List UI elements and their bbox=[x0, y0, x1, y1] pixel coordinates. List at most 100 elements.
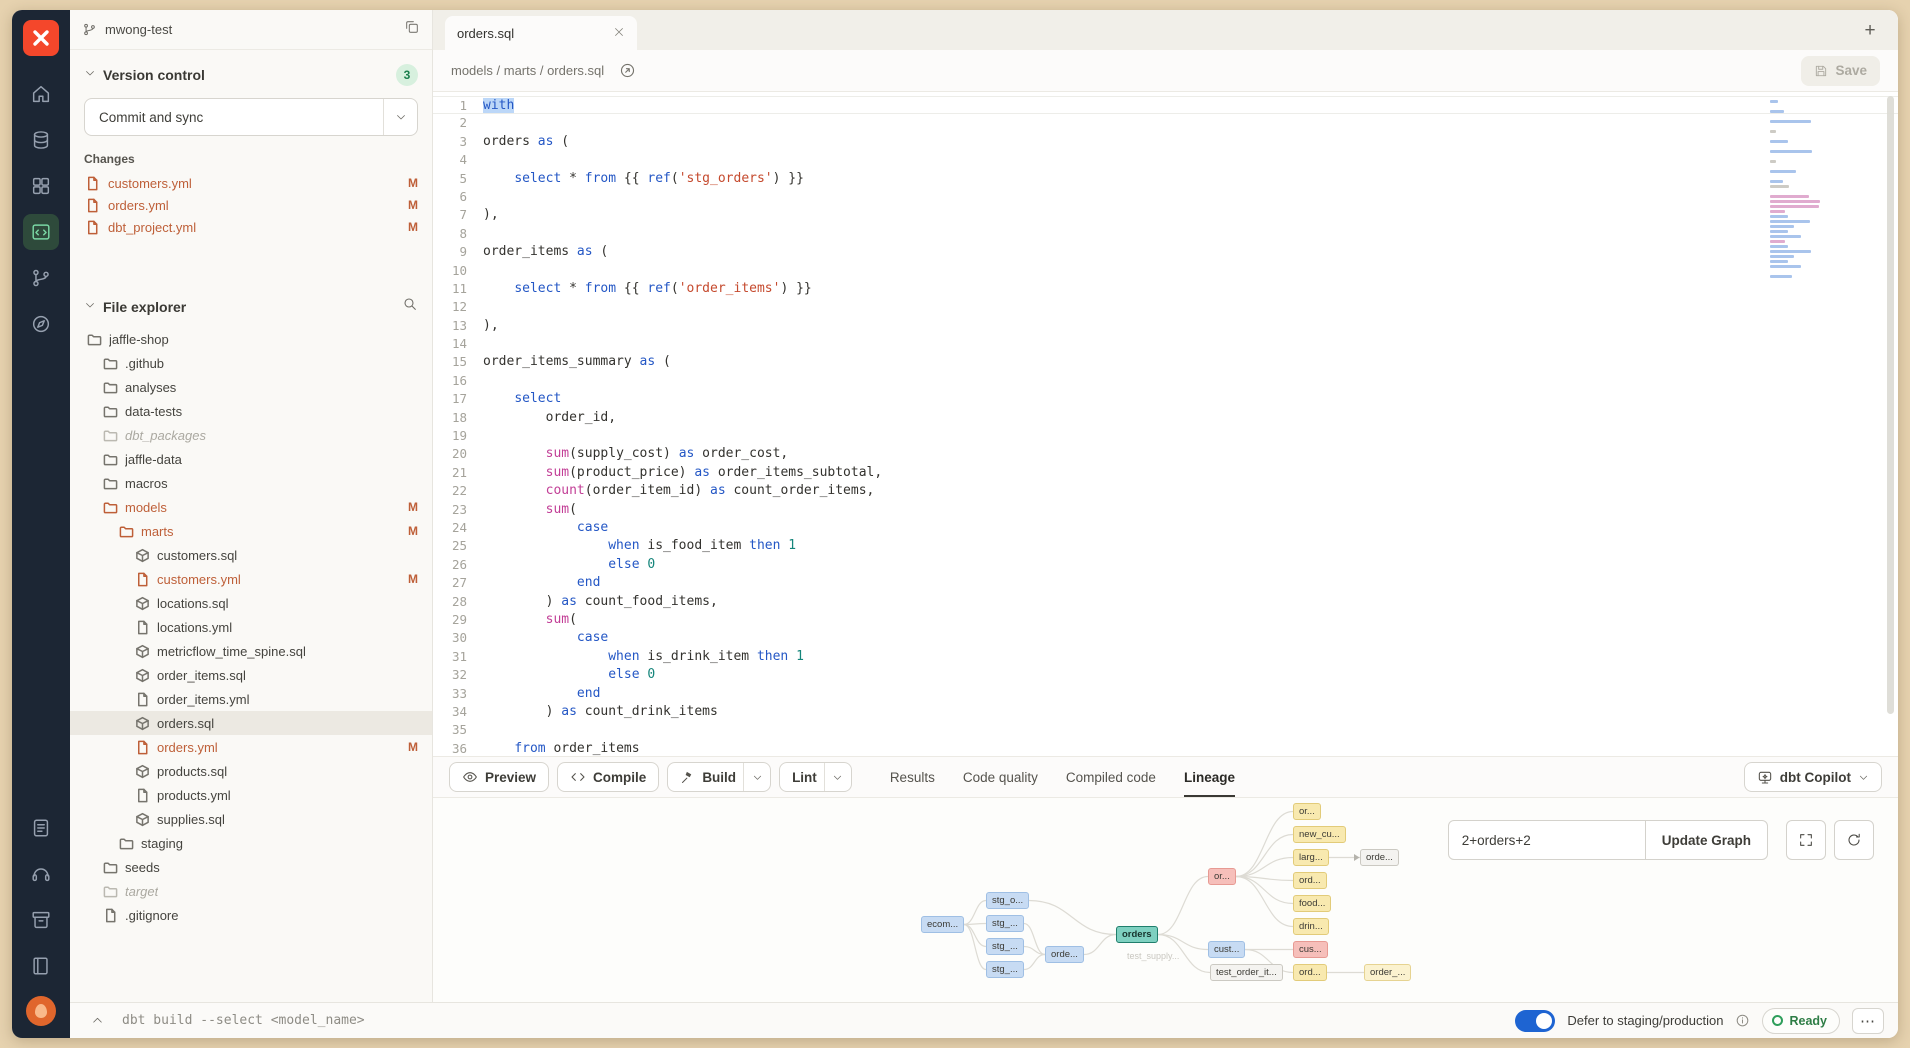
lineage-node-test_order_it[interactable]: test_order_it... bbox=[1210, 964, 1283, 981]
fullscreen-icon[interactable] bbox=[1786, 820, 1826, 860]
tree-item-locations.yml[interactable]: locations.yml bbox=[70, 615, 432, 639]
tree-item-.gitignore[interactable]: .gitignore bbox=[70, 903, 432, 927]
change-item-orders.yml[interactable]: orders.ymlM bbox=[70, 194, 432, 216]
tree-item-staging[interactable]: staging bbox=[70, 831, 432, 855]
apps-grid-icon[interactable] bbox=[23, 168, 59, 204]
tree-item-target[interactable]: target bbox=[70, 879, 432, 903]
tab-compiled-code[interactable]: Compiled code bbox=[1066, 757, 1156, 797]
tree-item-metricflow_time_spine.sql[interactable]: metricflow_time_spine.sql bbox=[70, 639, 432, 663]
tree-item-products.sql[interactable]: products.sql bbox=[70, 759, 432, 783]
tree-item-products.yml[interactable]: products.yml bbox=[70, 783, 432, 807]
branch-icon[interactable] bbox=[23, 260, 59, 296]
new-tab-button[interactable]: + bbox=[1856, 17, 1884, 45]
tree-item-.github[interactable]: .github bbox=[70, 351, 432, 375]
code-line-14: 14 bbox=[433, 335, 1898, 353]
tree-item-marts[interactable]: martsM bbox=[70, 519, 432, 543]
branch-name[interactable]: mwong-test bbox=[105, 22, 172, 37]
code-editor[interactable]: 1with23orders as (45 select * from {{ re… bbox=[433, 92, 1898, 756]
tree-item-seeds[interactable]: seeds bbox=[70, 855, 432, 879]
preview-button[interactable]: Preview bbox=[449, 762, 549, 792]
tree-item-macros[interactable]: macros bbox=[70, 471, 432, 495]
user-avatar[interactable] bbox=[26, 996, 56, 1026]
lineage-node-ord[interactable]: ord... bbox=[1293, 964, 1327, 981]
lineage-node-larg[interactable]: larg... bbox=[1293, 849, 1329, 866]
notebook-icon[interactable] bbox=[23, 948, 59, 984]
tasks-icon[interactable] bbox=[23, 810, 59, 846]
lineage-node-order_[interactable]: order_... bbox=[1364, 964, 1411, 981]
defer-toggle[interactable] bbox=[1515, 1010, 1555, 1032]
compile-button[interactable]: Compile bbox=[557, 762, 659, 792]
save-button[interactable]: Save bbox=[1801, 56, 1880, 86]
lineage-node-stg_[interactable]: stg_... bbox=[986, 938, 1024, 955]
info-icon[interactable] bbox=[1735, 1013, 1750, 1028]
tree-item-orders.yml[interactable]: orders.ymlM bbox=[70, 735, 432, 759]
lineage-node-stg_o[interactable]: stg_o... bbox=[986, 892, 1029, 909]
lineage-node-food[interactable]: food... bbox=[1293, 895, 1331, 912]
lint-button[interactable]: Lint bbox=[779, 762, 852, 792]
lineage-node-ecom[interactable]: ecom... bbox=[921, 916, 964, 933]
dbt-logo[interactable] bbox=[23, 20, 59, 56]
close-tab-icon[interactable] bbox=[613, 26, 625, 41]
tab-orders-sql[interactable]: orders.sql bbox=[445, 16, 637, 50]
minimap[interactable] bbox=[1770, 100, 1836, 278]
tree-item-models[interactable]: modelsM bbox=[70, 495, 432, 519]
command-input[interactable]: dbt build --select <model_name> bbox=[122, 1013, 1503, 1028]
lint-options-chevron[interactable] bbox=[824, 763, 851, 791]
tree-item-jaffle-data[interactable]: jaffle-data bbox=[70, 447, 432, 471]
change-item-customers.yml[interactable]: customers.ymlM bbox=[70, 172, 432, 194]
version-control-header[interactable]: Version control 3 bbox=[70, 50, 432, 94]
tree-item-customers.yml[interactable]: customers.ymlM bbox=[70, 567, 432, 591]
lineage-node-cust[interactable]: cust... bbox=[1208, 941, 1245, 958]
tab-lineage[interactable]: Lineage bbox=[1184, 757, 1235, 797]
build-options-chevron[interactable] bbox=[743, 763, 770, 791]
lineage-node-cus[interactable]: cus... bbox=[1293, 941, 1328, 958]
ide-icon[interactable] bbox=[23, 214, 59, 250]
lineage-node-orde[interactable]: orde... bbox=[1360, 849, 1399, 866]
change-item-dbt_project.yml[interactable]: dbt_project.ymlM bbox=[70, 216, 432, 238]
explore-icon[interactable] bbox=[23, 306, 59, 342]
tree-item-analyses[interactable]: analyses bbox=[70, 375, 432, 399]
search-icon[interactable] bbox=[402, 296, 418, 317]
lineage-node-new_cu[interactable]: new_cu... bbox=[1293, 826, 1346, 843]
refresh-icon[interactable] bbox=[1834, 820, 1874, 860]
home-icon[interactable] bbox=[23, 76, 59, 112]
tab-results[interactable]: Results bbox=[890, 757, 935, 797]
build-button[interactable]: Build bbox=[667, 762, 771, 792]
copy-branch-icon[interactable] bbox=[404, 19, 420, 40]
open-link-icon[interactable] bbox=[614, 58, 640, 84]
tree-item-dbt_packages[interactable]: dbt_packages bbox=[70, 423, 432, 447]
commit-options-chevron[interactable] bbox=[383, 99, 417, 135]
lineage-node-ord[interactable]: ord... bbox=[1293, 872, 1327, 889]
expand-command-bar-icon[interactable] bbox=[84, 1008, 110, 1034]
tree-item-order_items.sql[interactable]: order_items.sql bbox=[70, 663, 432, 687]
dbt-copilot-button[interactable]: dbt Copilot bbox=[1744, 762, 1882, 792]
lineage-node-orders[interactable]: orders bbox=[1116, 926, 1158, 943]
status-badge[interactable]: Ready bbox=[1762, 1008, 1840, 1034]
update-graph-button[interactable]: Update Graph bbox=[1645, 820, 1768, 860]
tree-item-orders.sql[interactable]: orders.sql bbox=[70, 711, 432, 735]
tree-item-customers.sql[interactable]: customers.sql bbox=[70, 543, 432, 567]
warehouse-icon[interactable] bbox=[23, 122, 59, 158]
archive-icon[interactable] bbox=[23, 902, 59, 938]
tree-item-order_items.yml[interactable]: order_items.yml bbox=[70, 687, 432, 711]
lineage-node-stg_[interactable]: stg_... bbox=[986, 915, 1024, 932]
support-icon[interactable] bbox=[23, 856, 59, 892]
tree-item-supplies.sql[interactable]: supplies.sql bbox=[70, 807, 432, 831]
tree-item-data-tests[interactable]: data-tests bbox=[70, 399, 432, 423]
tree-item-locations.sql[interactable]: locations.sql bbox=[70, 591, 432, 615]
editor-scrollbar[interactable] bbox=[1887, 96, 1894, 714]
lineage-node-or[interactable]: or... bbox=[1208, 868, 1236, 885]
file-icon bbox=[134, 739, 150, 755]
lineage-canvas[interactable]: 2+orders+2 Update Graph ecom... stg_o...s… bbox=[433, 797, 1898, 1002]
lineage-node-drin[interactable]: drin... bbox=[1293, 918, 1329, 935]
tree-item-jaffle-shop[interactable]: jaffle-shop bbox=[70, 327, 432, 351]
file-explorer-header[interactable]: File explorer bbox=[70, 282, 432, 325]
tab-code-quality[interactable]: Code quality bbox=[963, 757, 1038, 797]
lineage-node-orde[interactable]: orde... bbox=[1045, 946, 1084, 963]
lineage-node-or[interactable]: or... bbox=[1293, 803, 1321, 820]
lineage-selector-input[interactable]: 2+orders+2 bbox=[1448, 820, 1646, 860]
lineage-node-stg_[interactable]: stg_... bbox=[986, 961, 1024, 978]
commit-and-sync-button[interactable]: Commit and sync bbox=[84, 98, 418, 136]
chevron-down-icon bbox=[84, 298, 96, 316]
more-options-button[interactable]: ⋯ bbox=[1852, 1008, 1884, 1034]
